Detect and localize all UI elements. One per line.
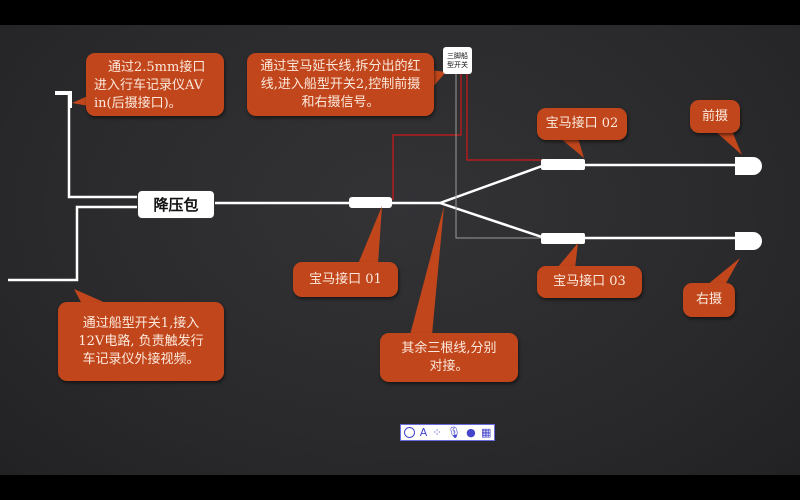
right-camera-icon	[735, 232, 762, 250]
power-wire	[8, 205, 140, 282]
pointer-switch1	[74, 289, 108, 304]
pointer-right	[707, 258, 740, 285]
connector-01	[349, 197, 392, 208]
callout-av-in: 通过2.5mm接口 进入行车记录仪AV in(后摄接口)。	[86, 53, 224, 116]
dots-icon[interactable]: ⁘	[432, 426, 442, 439]
pointer-03	[557, 243, 578, 268]
callout-remaining: 其余三根线,分别对接。	[380, 333, 518, 382]
callout-switch1: 通过船型开关1,接入12V电路, 负责触发行车记录仪外接视频。	[58, 302, 224, 381]
switch-box: 三脚船型开关	[443, 47, 472, 74]
pointer-red	[430, 70, 446, 90]
red-wire-in	[392, 73, 462, 200]
pointer-02	[560, 138, 584, 158]
pointer-remaining	[410, 206, 444, 335]
connector-02	[541, 159, 585, 170]
callout-front-cam: 前摄	[690, 100, 740, 133]
callout-bmw-01: 宝马接口 01	[293, 262, 398, 297]
connector-03	[541, 233, 585, 244]
user-icon[interactable]: ●	[466, 426, 476, 439]
ime-icon[interactable]	[403, 427, 415, 438]
branch-wire-02	[439, 163, 737, 205]
font-button[interactable]: A	[419, 426, 428, 439]
grid-icon[interactable]: ▦	[480, 426, 492, 439]
callout-bmw-02: 宝马接口 02	[537, 108, 627, 140]
callout-bmw-03: 宝马接口 03	[537, 266, 642, 298]
branch-wire-03	[439, 201, 737, 240]
pointer-front	[715, 131, 742, 155]
callout-red-wire: 通过宝马延长线,拆分出的红线,进入船型开关2,控制前摄和右摄信号。	[247, 53, 434, 116]
red-wire-out	[466, 73, 541, 161]
mic-icon[interactable]: 🎙	[446, 426, 461, 439]
pointer-01	[358, 206, 382, 264]
ime-toolbar: A ⁘ 🎙 ● ▦	[400, 424, 495, 441]
front-camera-icon	[735, 157, 762, 175]
step-down-box: 降压包	[137, 190, 215, 219]
callout-right-cam: 右摄	[683, 283, 735, 317]
gray-wire	[455, 73, 541, 239]
